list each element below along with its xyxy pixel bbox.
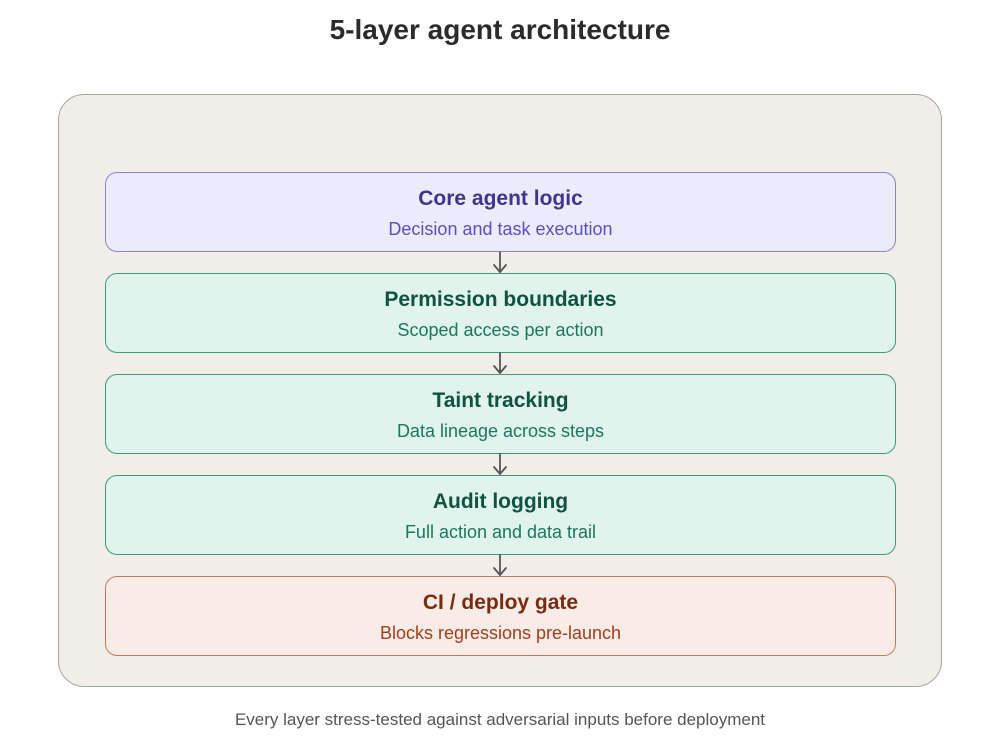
layer-title: Core agent logic — [418, 187, 583, 210]
layer-subtitle: Blocks regressions pre-launch — [379, 623, 622, 643]
layer-subtitle: Scoped access per action — [397, 320, 604, 340]
layer-subtitle: Full action and data trail — [404, 522, 597, 542]
arrow-down-icon — [493, 453, 507, 475]
layer-title: Taint tracking — [432, 389, 569, 412]
layer-ci-deploy-gate: CI / deploy gate Blocks regressions pre-… — [105, 576, 896, 656]
layer-title: Permission boundaries — [384, 288, 617, 311]
layer-permission-boundaries: Permission boundaries Scoped access per … — [105, 273, 896, 353]
diagram-title: 5-layer agent architecture — [329, 14, 671, 45]
layer-title: CI / deploy gate — [422, 591, 579, 614]
arrow-down-icon — [493, 251, 507, 273]
arrow-down-icon — [493, 554, 507, 576]
footer-caption: Every layer stress-tested against advers… — [234, 710, 766, 729]
layer-subtitle: Data lineage across steps — [396, 421, 605, 441]
layer-subtitle: Decision and task execution — [388, 219, 613, 239]
layer-title: Audit logging — [432, 490, 569, 513]
layer-audit-logging: Audit logging Full action and data trail — [105, 475, 896, 555]
layer-taint-tracking: Taint tracking Data lineage across steps — [105, 374, 896, 454]
arrow-down-icon — [493, 352, 507, 374]
